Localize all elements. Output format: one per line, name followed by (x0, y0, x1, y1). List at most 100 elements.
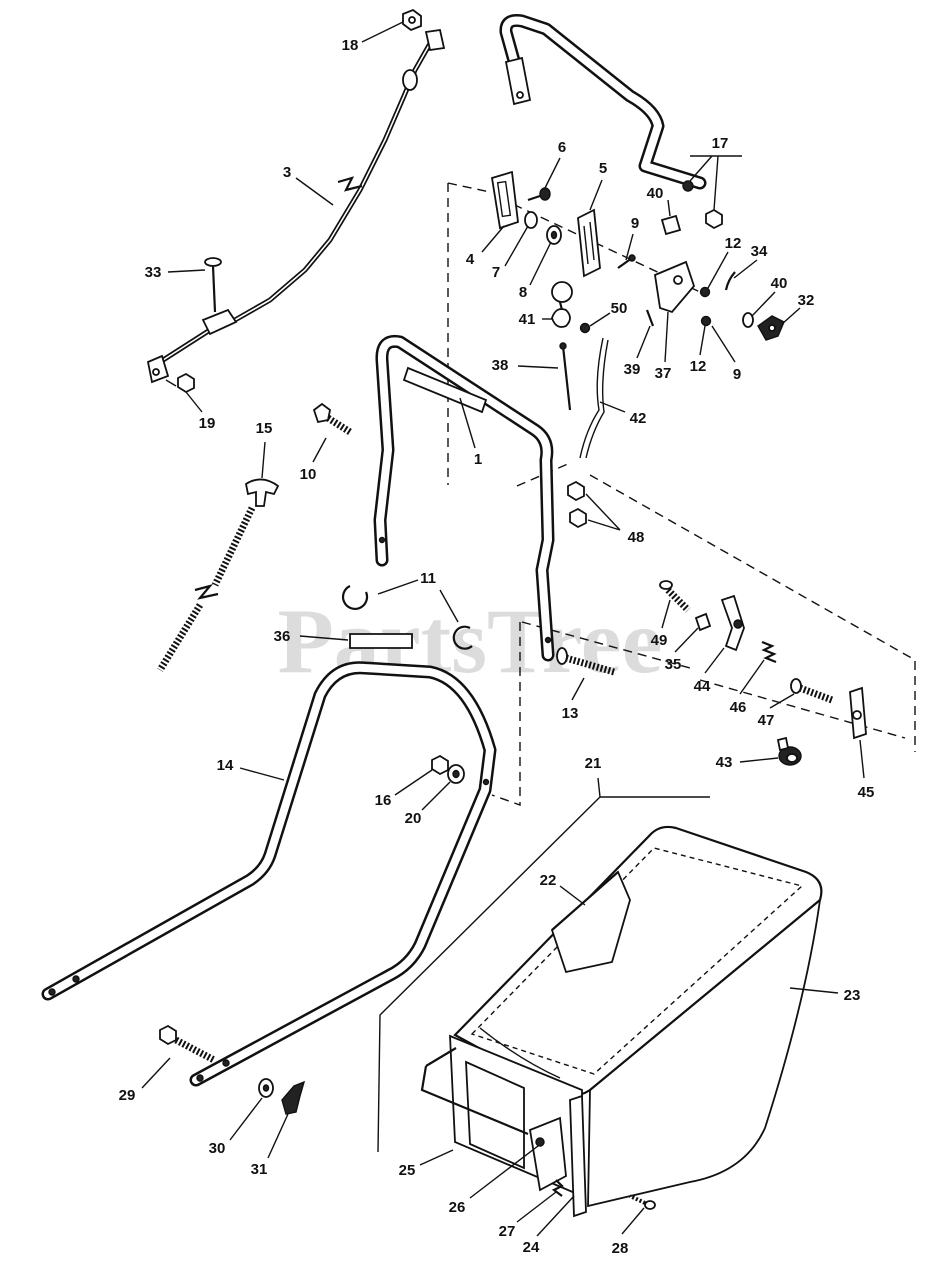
part-21-grass-bag-assembly-lines (377, 796, 710, 1153)
callout-39: 39 (624, 361, 641, 378)
part-46-spring (761, 640, 777, 664)
callout-34: 34 (751, 243, 768, 260)
callout-3: 3 (283, 164, 291, 181)
callout-14: 14 (217, 757, 234, 774)
part-24-hinge (569, 1094, 587, 1218)
callout-9b: 9 (733, 366, 741, 383)
callout-35: 35 (665, 656, 682, 673)
part-6-bolt (527, 187, 551, 202)
part-16-nut (431, 754, 449, 776)
part-37-bracket (654, 260, 696, 314)
callout-22: 22 (540, 872, 557, 889)
callout-46: 46 (730, 699, 747, 716)
callout-31: 31 (251, 1161, 268, 1178)
callout-47: 47 (758, 712, 775, 729)
callout-18: 18 (342, 37, 359, 54)
callout-28: 28 (612, 1240, 629, 1257)
callout-44: 44 (694, 678, 711, 695)
part-40-clip (660, 214, 682, 236)
part-5-bracket (577, 208, 601, 278)
callout-25: 25 (399, 1162, 416, 1179)
part-48-nuts (567, 480, 587, 529)
part-13-bolt (556, 647, 615, 676)
part-31-wing-nut (281, 1080, 306, 1115)
callout-37: 37 (655, 365, 672, 382)
part-27-spring (551, 1179, 564, 1197)
part-43-knob (776, 736, 802, 766)
part-39-pin (645, 309, 655, 327)
callout-23: 23 (844, 987, 861, 1004)
callout-24: 24 (523, 1239, 540, 1256)
part-3-cable (146, 28, 446, 384)
part-22-flap (550, 870, 631, 974)
part-34-pin (724, 271, 736, 291)
part-17-top-handle (499, 14, 723, 230)
part-20-washer (447, 764, 465, 784)
callout-38: 38 (492, 357, 509, 374)
callout-40a: 40 (647, 185, 664, 202)
callout-15: 15 (256, 420, 273, 437)
part-18-nut (402, 8, 422, 32)
callout-36: 36 (274, 628, 291, 645)
callout-12b: 12 (690, 358, 707, 375)
part-49-bolt (659, 580, 691, 613)
callout-45: 45 (858, 784, 875, 801)
callout-21: 21 (585, 755, 602, 772)
callout-10: 10 (300, 466, 317, 483)
callout-11: 11 (420, 570, 436, 587)
callout-19: 19 (199, 415, 216, 432)
callout-26: 26 (449, 1199, 466, 1216)
part-14-lower-handle (41, 661, 497, 1087)
callout-12a: 12 (725, 235, 742, 252)
part-8-washer (546, 225, 562, 245)
part-11-clips (341, 585, 473, 650)
part-10-bolt (312, 402, 352, 435)
part-42-wire (579, 337, 609, 459)
part-32-knob (757, 315, 785, 341)
callout-4: 4 (466, 251, 475, 268)
callout-8: 8 (519, 284, 527, 301)
callout-29: 29 (119, 1087, 136, 1104)
callout-33: 33 (145, 264, 162, 281)
callout-1: 1 (474, 451, 482, 468)
part-1-upper-handle (373, 334, 555, 662)
part-50-nut (579, 322, 591, 334)
part-15-knob (157, 478, 280, 672)
part-36-label (349, 633, 413, 649)
part-12-nuts (699, 286, 712, 327)
part-40-washer (742, 312, 754, 328)
callout-labels: 18 3 33 19 6 5 17 40 9 4 7 8 12 34 40 32… (119, 37, 875, 1257)
part-19-nut (165, 372, 195, 394)
callout-32: 32 (798, 292, 815, 309)
part-45-bracket (849, 686, 867, 740)
part-33-bolt (201, 257, 238, 336)
callout-30: 30 (209, 1140, 226, 1157)
part-28-screw (629, 1194, 656, 1210)
callout-50: 50 (611, 300, 628, 317)
leader-lines (141, 21, 865, 1237)
part-7-spacer (524, 211, 538, 229)
callout-13: 13 (562, 705, 579, 722)
callout-17: 17 (712, 135, 729, 152)
callout-48: 48 (628, 529, 645, 546)
callout-49: 49 (651, 632, 668, 649)
callout-20: 20 (405, 810, 422, 827)
callout-40b: 40 (771, 275, 788, 292)
callout-7: 7 (492, 264, 500, 281)
callout-43: 43 (716, 754, 733, 771)
part-41-pull-ring (551, 281, 573, 328)
part-30-washer (258, 1078, 274, 1098)
part-38-rod (559, 342, 572, 411)
part-44-lever (720, 594, 745, 652)
part-26-latch (528, 1116, 567, 1192)
part-4-bracket (490, 170, 519, 230)
callout-41: 41 (519, 311, 536, 328)
callout-16: 16 (375, 792, 392, 809)
part-35-plate (694, 612, 712, 632)
callout-42: 42 (630, 410, 647, 427)
callout-27: 27 (499, 1223, 516, 1240)
part-47-bolt (790, 678, 834, 704)
callout-9a: 9 (631, 215, 639, 232)
part-9-bolt (617, 254, 636, 269)
